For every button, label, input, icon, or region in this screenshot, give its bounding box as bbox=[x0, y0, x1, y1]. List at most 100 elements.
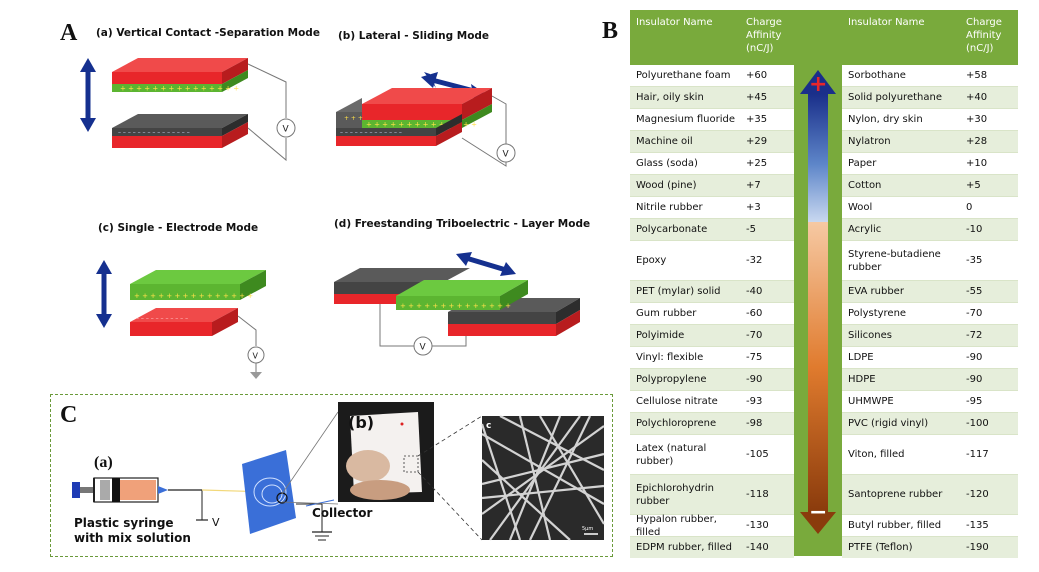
header-charge-affinity-right: Charge Affinity (nC/J) bbox=[960, 10, 1018, 65]
table-cell-right-value: -117 bbox=[960, 435, 1018, 474]
table-cell-left-name: EDPM rubber, filled bbox=[630, 537, 740, 558]
table-cell-left-value: +35 bbox=[740, 109, 794, 130]
ground-icon bbox=[250, 372, 262, 379]
scale-arrow-up-icon bbox=[800, 70, 836, 94]
table-cell-left-value: -140 bbox=[740, 537, 794, 558]
svg-text:+ + + + + + + + + + + + + + +: + + + + + + + + + + + + + + + bbox=[134, 292, 253, 300]
table-cell-left-name: Polychloroprene bbox=[630, 413, 740, 434]
table-cell-right-value: 0 bbox=[960, 197, 1018, 218]
table-cell-left-name: Polyimide bbox=[630, 325, 740, 346]
table-cell-left-name: PET (mylar) solid bbox=[630, 281, 740, 302]
table-cell-left-name: Nitrile rubber bbox=[630, 197, 740, 218]
svg-text:(b): (b) bbox=[348, 413, 374, 432]
sem-image: c 5μm bbox=[480, 415, 605, 541]
table-cell-right-name: Styrene-butadiene rubber bbox=[842, 241, 960, 280]
panel-c-letter: C bbox=[60, 402, 78, 428]
svg-text:V: V bbox=[253, 352, 259, 361]
table-cell-left-name: Hypalon rubber, filled bbox=[630, 514, 740, 538]
table-cell-right-value: +30 bbox=[960, 109, 1018, 130]
table-cell-right-name: Butyl rubber, filled bbox=[842, 515, 960, 536]
mode-c-diagram: + + + + + + + + + + + + + + + – – – – – … bbox=[96, 260, 266, 379]
table-cell-right-value: -190 bbox=[960, 537, 1018, 558]
syringe-sub-label: (a) bbox=[94, 454, 113, 471]
electrospinning-diagram: V (b) c bbox=[72, 402, 605, 541]
header-insulator-name-left: Insulator Name bbox=[630, 10, 740, 65]
table-cell-left-name: Gum rubber bbox=[630, 303, 740, 324]
table-cell-right-value: +40 bbox=[960, 87, 1018, 108]
mode-a-title: (a) Vertical Contact -Separation Mode bbox=[96, 27, 320, 39]
table-cell-left-value: +25 bbox=[740, 153, 794, 174]
positive-sign: + bbox=[809, 72, 828, 97]
table-cell-left-name: Machine oil bbox=[630, 131, 740, 152]
table-cell-right-value: -100 bbox=[960, 413, 1018, 434]
mode-b-diagram: + + + + + + + + + + + + + + – – – – – – … bbox=[336, 72, 516, 167]
table-cell-right-name: Polystyrene bbox=[842, 303, 960, 324]
table-cell-right-value: -55 bbox=[960, 281, 1018, 302]
table-cell-right-value: +28 bbox=[960, 131, 1018, 152]
table-cell-left-name: Polypropylene bbox=[630, 369, 740, 390]
table-cell-left-name: Epichlorohydrin rubber bbox=[630, 475, 740, 514]
table-cell-left-value: -5 bbox=[740, 219, 794, 240]
table-cell-right-name: Acrylic bbox=[842, 219, 960, 240]
mode-d-diagram: + + + + + + + + + + + + + + V bbox=[334, 252, 580, 356]
svg-text:c: c bbox=[486, 421, 491, 431]
header-charge-affinity-left: Charge Affinity (nC/J) bbox=[740, 10, 794, 65]
mode-c-title: (c) Single - Electrode Mode bbox=[98, 222, 259, 234]
table-cell-right-name: Wool bbox=[842, 197, 960, 218]
collector-plate bbox=[242, 450, 296, 534]
svg-text:V: V bbox=[503, 150, 510, 160]
collector-label: Collector bbox=[312, 506, 373, 520]
table-cell-right-name: Solid polyurethane bbox=[842, 87, 960, 108]
svg-text:V: V bbox=[283, 125, 290, 135]
table-cell-right-value: -90 bbox=[960, 347, 1018, 368]
table-cell-left-name: Glass (soda) bbox=[630, 153, 740, 174]
table-cell-right-name: Sorbothane bbox=[842, 65, 960, 86]
mode-b-title: (b) Lateral - Sliding Mode bbox=[338, 30, 490, 42]
table-cell-right-name: Paper bbox=[842, 153, 960, 174]
panel-a-letter: A bbox=[60, 20, 78, 46]
table-cell-right-name: Viton, filled bbox=[842, 435, 960, 474]
table-cell-right-name: Cotton bbox=[842, 175, 960, 196]
voltmeter-icon bbox=[276, 118, 296, 138]
table-cell-right-value: -10 bbox=[960, 219, 1018, 240]
mode-a-diagram: + + + + + + + + + + + + + + + – – – – – … bbox=[80, 58, 296, 162]
svg-text:+ + + + + + + + + + + + + +: + + + + + + + + + + + + + + bbox=[366, 121, 477, 129]
header-insulator-name-right: Insulator Name bbox=[842, 10, 960, 65]
svg-text:5μm: 5μm bbox=[582, 526, 593, 532]
svg-text:– – – – – – – – – – –: – – – – – – – – – – – bbox=[136, 315, 188, 322]
table-cell-left-name: Vinyl: flexible bbox=[630, 347, 740, 368]
table-cell-left-value: -75 bbox=[740, 347, 794, 368]
table-cell-left-value: -70 bbox=[740, 325, 794, 346]
table-cell-right-name: LDPE bbox=[842, 347, 960, 368]
table-cell-right-name: Nylatron bbox=[842, 131, 960, 152]
negative-sign: − bbox=[809, 500, 828, 525]
svg-text:+ + +: + + + bbox=[344, 115, 363, 122]
table-cell-left-value: -130 bbox=[740, 515, 794, 536]
table-cell-left-value: -90 bbox=[740, 369, 794, 390]
table-cell-left-value: +3 bbox=[740, 197, 794, 218]
table-cell-right-value: -120 bbox=[960, 475, 1018, 514]
svg-text:– – – – – – – – – – – – – – –: – – – – – – – – – – – – – – – bbox=[118, 129, 190, 136]
syringe-label: Plastic syringe with mix solution bbox=[74, 516, 191, 545]
table-cell-left-value: -60 bbox=[740, 303, 794, 324]
table-cell-right-name: Santoprene rubber bbox=[842, 475, 960, 514]
table-cell-right-name: PVC (rigid vinyl) bbox=[842, 413, 960, 434]
table-cell-right-value: -90 bbox=[960, 369, 1018, 390]
table-cell-right-value: -72 bbox=[960, 325, 1018, 346]
table-cell-left-value: -40 bbox=[740, 281, 794, 302]
svg-text:V: V bbox=[420, 343, 427, 353]
svg-text:+ + + + + + + + + + + + + +: + + + + + + + + + + + + + + bbox=[400, 302, 511, 310]
scale-arrow-down-icon bbox=[800, 512, 836, 534]
table-cell-right-name: Silicones bbox=[842, 325, 960, 346]
table-cell-right-value: +58 bbox=[960, 65, 1018, 86]
table-cell-left-value: +45 bbox=[740, 87, 794, 108]
table-cell-right-name: PTFE (Teflon) bbox=[842, 537, 960, 558]
table-cell-left-value: -118 bbox=[740, 475, 794, 514]
table-cell-left-name: Polyurethane foam bbox=[630, 65, 740, 86]
table-cell-left-name: Magnesium fluoride bbox=[630, 109, 740, 130]
table-cell-left-value: -32 bbox=[740, 241, 794, 280]
table-cell-left-value: -98 bbox=[740, 413, 794, 434]
table-cell-right-value: -95 bbox=[960, 391, 1018, 412]
table-cell-left-value: +60 bbox=[740, 65, 794, 86]
table-cell-right-name: UHMWPE bbox=[842, 391, 960, 412]
